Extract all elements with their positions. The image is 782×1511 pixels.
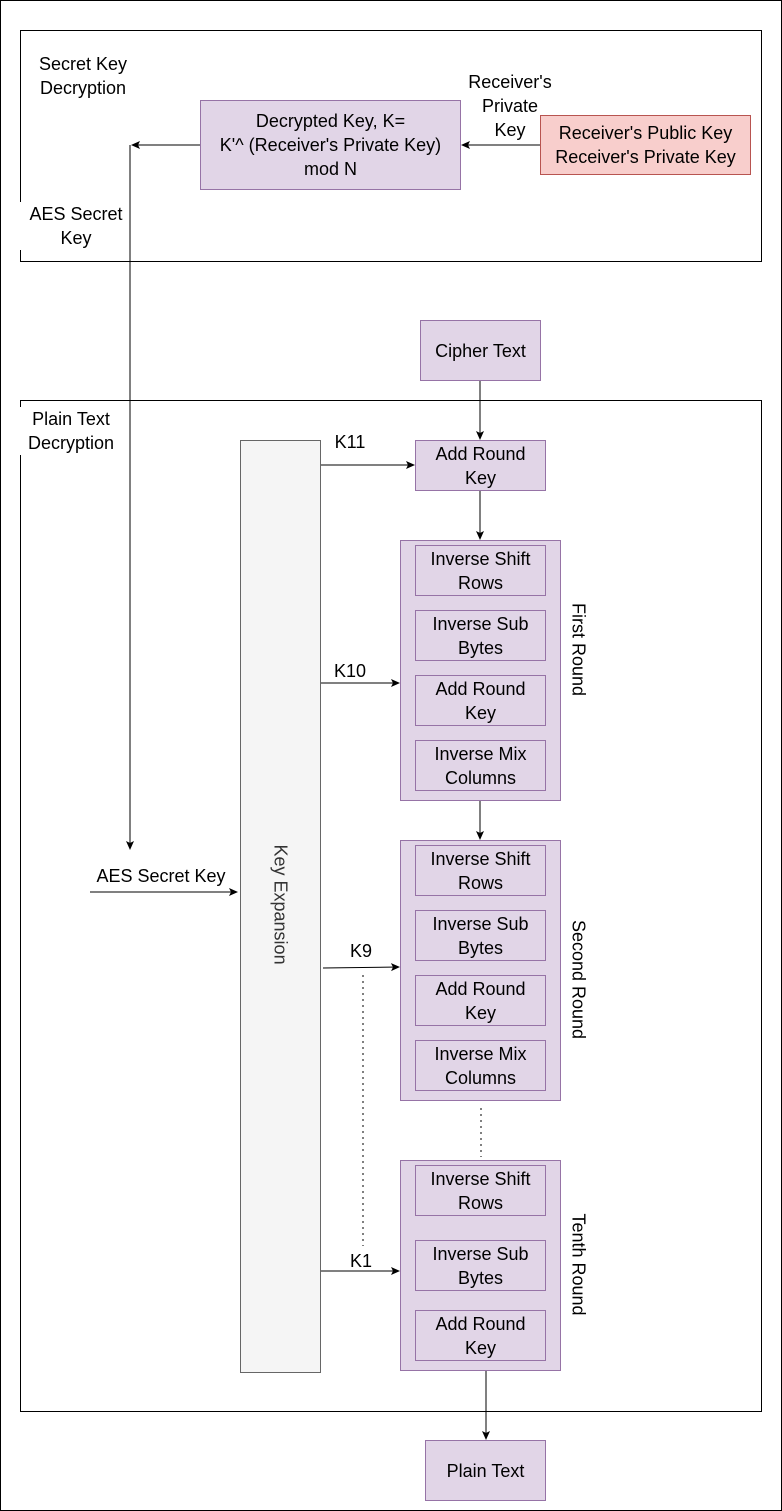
round2-inverse-sub-bytes: Inverse Sub Bytes — [415, 910, 546, 961]
secret-key-decryption-panel — [20, 30, 762, 262]
round10-add-round-key: Add Round Key — [415, 1310, 546, 1361]
round1-inverse-shift-rows: Inverse Shift Rows — [415, 545, 546, 596]
aes-secret-key-label: AES Secret Key — [16, 202, 136, 250]
arrow-k9 — [322, 963, 400, 972]
receiver-keys-box: Receiver's Public Key Receiver's Private… — [540, 115, 751, 175]
key-expansion-box — [240, 440, 321, 1373]
round10-inverse-sub-bytes: Inverse Sub Bytes — [415, 1240, 546, 1291]
initial-add-round-key-box: Add Round Key — [415, 440, 546, 491]
secret-key-decryption-title: Secret Key Decryption — [38, 54, 128, 98]
cipher-text-box: Cipher Text — [420, 320, 541, 381]
round1-inverse-mix-columns: Inverse Mix Columns — [415, 740, 546, 791]
round2-inverse-shift-rows: Inverse Shift Rows — [415, 845, 546, 896]
key-k10-label: K10 — [333, 661, 367, 681]
round1-add-round-key: Add Round Key — [415, 675, 546, 726]
key-k1-label: K1 — [349, 1251, 373, 1271]
plain-text-decryption-panel — [20, 400, 762, 1412]
round2-inverse-mix-columns: Inverse Mix Columns — [415, 1040, 546, 1091]
round1-inverse-sub-bytes: Inverse Sub Bytes — [415, 610, 546, 661]
key-k9-label: K9 — [349, 941, 373, 961]
plain-text-decryption-title: Plain Text Decryption — [12, 407, 130, 455]
key-k11-label: K11 — [334, 432, 366, 452]
decrypted-key-box: Decrypted Key, K= K'^ (Receiver's Privat… — [200, 100, 461, 190]
plain-text-box: Plain Text — [425, 1440, 546, 1501]
round10-inverse-shift-rows: Inverse Shift Rows — [415, 1165, 546, 1216]
aes-secret-key-input-label: AES Secret Key — [96, 866, 226, 886]
receiver-private-key-label: Receiver's Private Key — [468, 72, 552, 140]
round2-add-round-key: Add Round Key — [415, 975, 546, 1026]
